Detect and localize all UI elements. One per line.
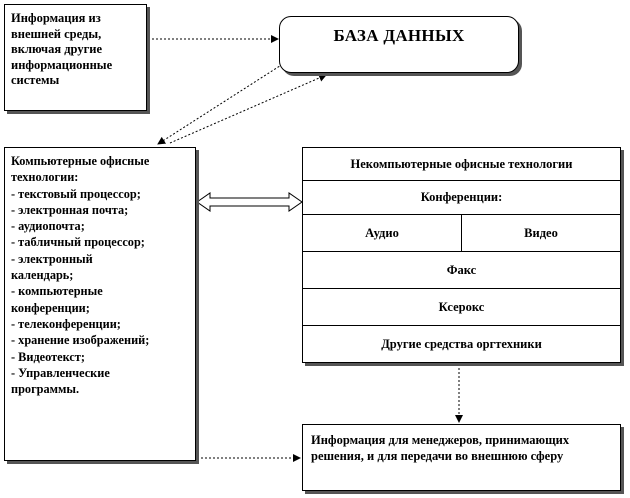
computer-tech-line: - Видеотекст; [11,349,85,364]
external-info-text: Информация из внешней среды, включая дру… [11,11,113,87]
database-box: БАЗА ДАННЫХ [279,16,519,73]
double-arrow-computer-noncomputer [196,192,303,212]
arrow-db-to-computer [157,61,287,145]
audio-label: Аудио [365,225,399,240]
video-cell: Видео [462,215,620,251]
arrow-computer-to-db [169,74,327,144]
computer-tech-line: Компьютерные офисные [11,154,150,168]
external-info-box: Информация из внешней среды, включая дру… [4,4,147,111]
computer-tech-line: - телеконференции; [11,316,121,331]
computer-tech-box: Компьютерные офисные технологии: - текст… [4,147,196,461]
database-title: БАЗА ДАННЫХ [333,25,465,45]
computer-tech-line: - Управленческие [11,365,110,380]
video-label: Видео [524,225,558,240]
output-info-text: Информация для менеджеров, принимающих р… [311,433,570,463]
computer-tech-line: программы. [11,382,80,397]
computer-tech-line: - электронный [11,251,93,266]
computer-tech-line: - табличный процессор; [11,235,145,250]
computer-tech-line: - электронная почта; [11,202,129,217]
other-equipment-row: Другие средства оргтехники [303,326,620,362]
xerox-row: Ксерокс [303,289,620,326]
audio-cell: Аудио [303,215,462,251]
other-equipment-label: Другие средства оргтехники [381,336,542,351]
noncomputer-tech-table: Некомпьютерные офисные технологии Конфер… [302,147,621,363]
computer-tech-line: - аудиопочта; [11,219,85,234]
fax-row: Факс [303,252,620,289]
noncomputer-header-row: Некомпьютерные офисные технологии [303,148,620,181]
computer-tech-line: календарь; [11,268,74,283]
audio-video-row: Аудио Видео [303,215,620,252]
computer-tech-line: конференции; [11,300,90,315]
conferences-label: Конференции: [420,190,503,204]
conferences-row: Конференции: [303,181,620,215]
computer-tech-line: - текстовый процессор; [11,186,141,201]
xerox-label: Ксерокс [438,299,485,314]
computer-tech-line: - компьютерные [11,284,103,299]
computer-tech-line: технологии: [11,170,79,185]
output-info-box: Информация для менеджеров, принимающих р… [302,424,621,491]
fax-label: Факс [446,262,477,277]
computer-tech-line: - хранение изображений; [11,333,150,348]
noncomputer-header: Некомпьютерные офисные технологии [350,156,573,171]
